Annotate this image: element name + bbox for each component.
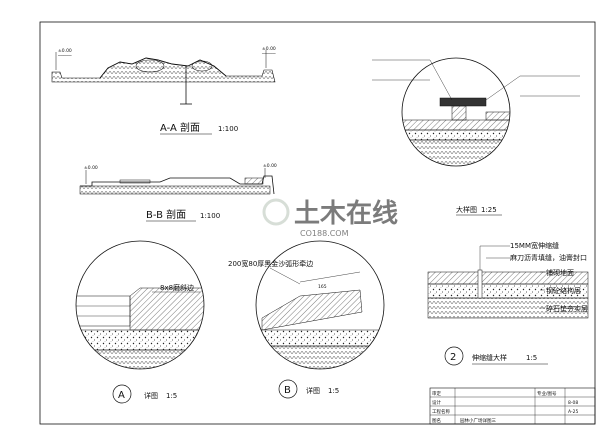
detail-a-marker-circle bbox=[112, 384, 132, 404]
detail-a-title: 详图 bbox=[144, 391, 158, 400]
section-bb-scale: 1:100 bbox=[200, 212, 220, 220]
title-block bbox=[429, 387, 596, 425]
detail-large-scale: 1:25 bbox=[481, 206, 497, 214]
tb-drawing-name: 园林小广场详图三 bbox=[460, 417, 496, 424]
section-aa-scale: 1:100 bbox=[218, 125, 238, 133]
ej-note-4: 钢砼结构层 bbox=[546, 286, 581, 295]
detail-b-dim: 165 bbox=[318, 284, 327, 290]
detail-a-note: 8x8磨斜边 bbox=[160, 283, 194, 292]
detail-large-title: 大样图 bbox=[456, 205, 477, 214]
tb-sheet-no-1: 8-08 bbox=[568, 400, 578, 406]
sheet-border bbox=[39, 21, 596, 425]
tb-label-2: 设计 bbox=[432, 399, 441, 406]
svg-text:±0.00: ±0.00 bbox=[263, 163, 277, 169]
watermark-brand: 土木在线 bbox=[294, 199, 398, 229]
tb-sheet-label: 专业/图号 bbox=[537, 390, 557, 397]
detail-a bbox=[75, 240, 205, 370]
expansion-joint-detail bbox=[427, 245, 589, 319]
section-aa: ±0.00───── ±0.00───── bbox=[51, 46, 276, 105]
detail-b-note: 200宽80厚黑金沙弧形牵边 bbox=[228, 259, 313, 268]
tb-sheet-no-2: A-25 bbox=[568, 409, 578, 415]
tb-label-1: 审定 bbox=[432, 390, 441, 397]
ej-scale: 1:5 bbox=[526, 354, 537, 362]
ej-marker-circle bbox=[444, 346, 464, 366]
svg-text:±0.00: ±0.00 bbox=[84, 165, 98, 171]
svg-text:±0.00: ±0.00 bbox=[262, 46, 276, 52]
detail-large bbox=[372, 57, 580, 167]
section-aa-title: A-A 剖面 bbox=[160, 121, 200, 134]
ej-note-5: 碎石垫夯实层 bbox=[546, 304, 588, 313]
detail-b-marker-circle bbox=[278, 379, 298, 399]
detail-a-marker: A bbox=[118, 390, 125, 401]
tb-label-4: 图名 bbox=[432, 417, 441, 424]
detail-b-scale: 1:5 bbox=[328, 387, 339, 395]
tb-label-3: 工程名称 bbox=[432, 408, 450, 415]
detail-b-title: 详图 bbox=[306, 386, 320, 395]
ej-title: 伸缩缝大样 bbox=[472, 353, 507, 362]
detail-b-marker: B bbox=[284, 385, 291, 396]
svg-text:±0.00: ±0.00 bbox=[58, 48, 72, 54]
ej-marker: 2 bbox=[450, 352, 456, 363]
svg-text:─────: ───── bbox=[57, 54, 72, 59]
section-bb-title: B-B 剖面 bbox=[146, 208, 186, 221]
svg-text:─────: ───── bbox=[261, 52, 276, 57]
watermark-domain: CO188.COM bbox=[300, 229, 349, 238]
section-bb: ±0.00 ±0.00 bbox=[79, 163, 277, 195]
watermark: 土木在线 CO188.COM bbox=[262, 198, 398, 238]
detail-a-scale: 1:5 bbox=[166, 392, 177, 400]
ej-note-1: 15MM宽伸缩缝 bbox=[510, 241, 559, 250]
ej-note-2: 麻刀沥青填缝，油膏封口 bbox=[510, 253, 587, 262]
ej-note-3: 铺砌地面 bbox=[546, 268, 574, 277]
